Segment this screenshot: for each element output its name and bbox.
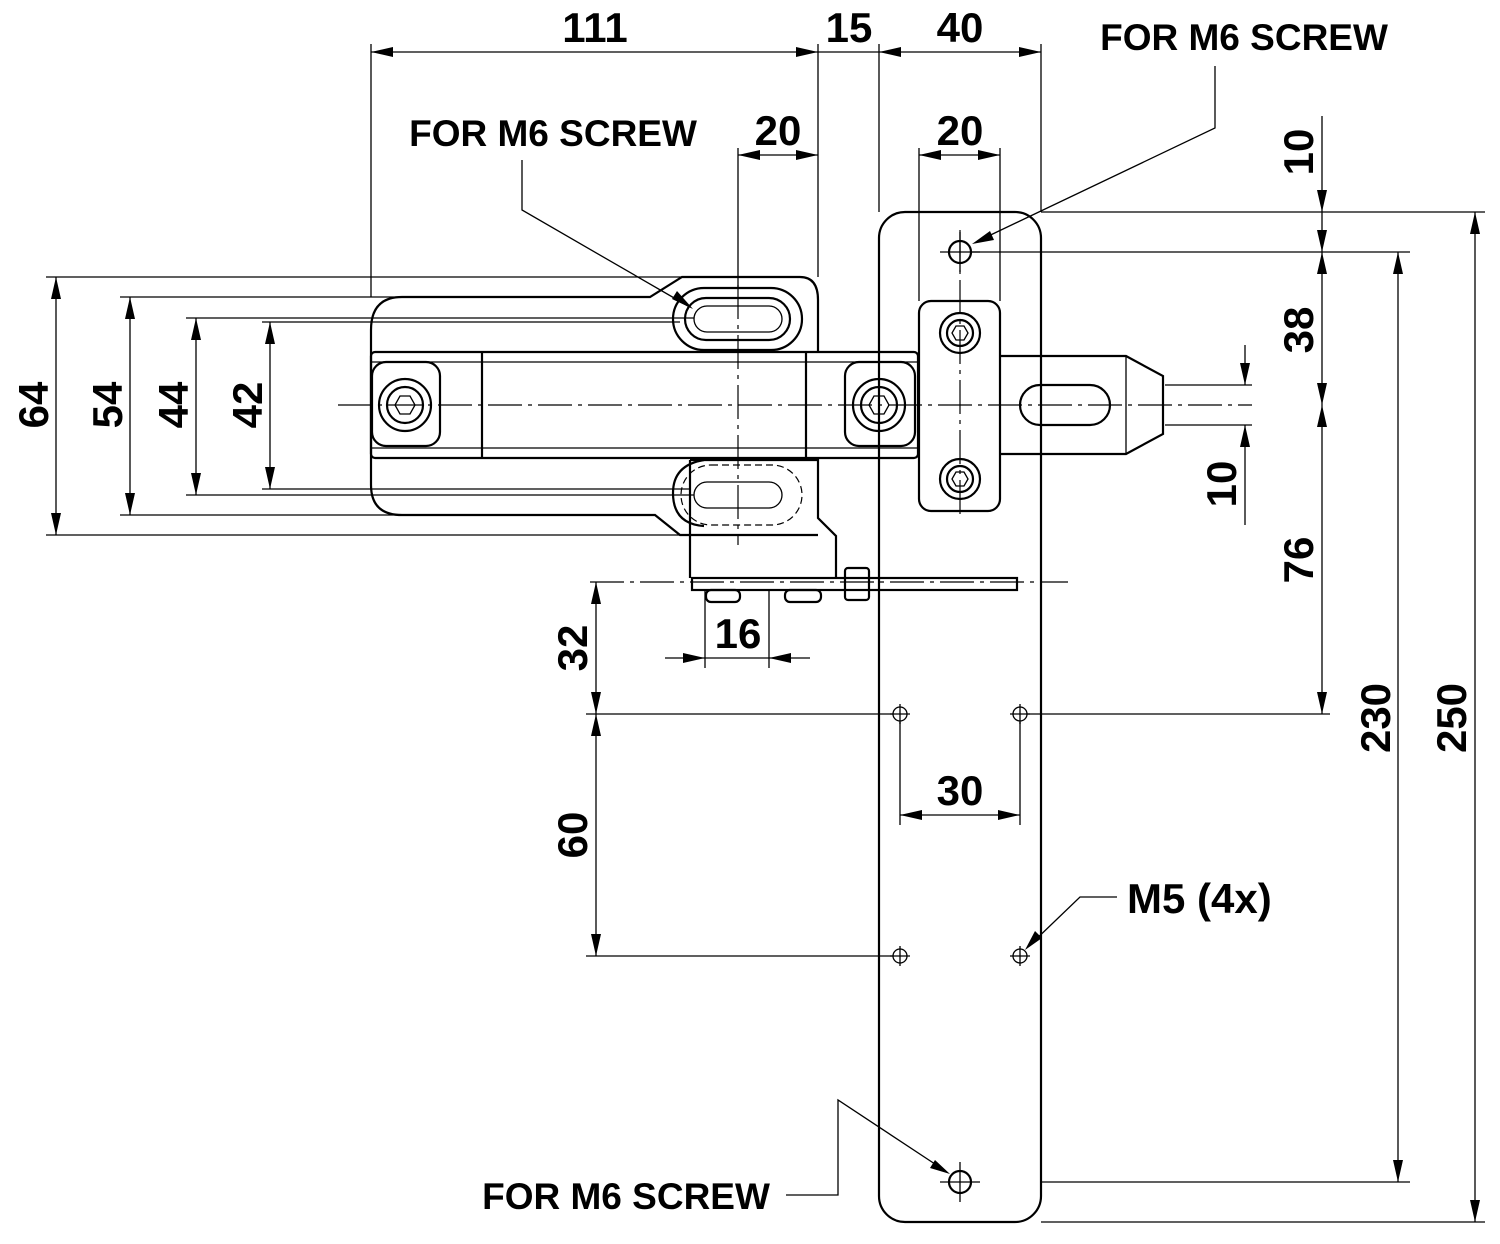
dim-20-right: 20	[937, 107, 984, 154]
dim-15: 15	[826, 4, 873, 51]
dim-40: 40	[937, 4, 984, 51]
dimension-labels: 111 15 40 20 20 64 54 44 42 10 38 10 76 …	[10, 4, 1475, 858]
dim-250: 250	[1428, 683, 1475, 753]
note-m6-top-left: FOR M6 SCREW	[409, 113, 697, 154]
leader-lines	[521, 66, 1216, 1196]
dim-20-left: 20	[755, 107, 802, 154]
extension-lines	[46, 44, 1485, 1223]
note-m6-top-right: FOR M6 SCREW	[1100, 17, 1388, 58]
dim-10-mid: 10	[1198, 461, 1245, 508]
dim-10-top: 10	[1275, 129, 1322, 176]
dim-42: 42	[224, 382, 271, 429]
dim-16: 16	[715, 610, 762, 657]
dim-64: 64	[10, 381, 57, 428]
dim-44: 44	[150, 381, 197, 428]
dim-54: 54	[84, 381, 131, 428]
dim-30: 30	[937, 767, 984, 814]
note-m6-bottom: FOR M6 SCREW	[482, 1176, 770, 1217]
notes: FOR M6 SCREW FOR M6 SCREW FOR M6 SCREW M…	[409, 17, 1388, 1217]
dim-32: 32	[549, 625, 596, 672]
center-lines	[338, 230, 1252, 1202]
dimension-lines	[51, 47, 1480, 1222]
note-m5-holes: M5 (4x)	[1127, 875, 1272, 922]
dim-38: 38	[1275, 307, 1322, 354]
dim-60: 60	[549, 812, 596, 859]
pull-handle	[690, 566, 1019, 604]
dim-111: 111	[562, 4, 627, 51]
dim-76: 76	[1275, 537, 1322, 584]
dim-230: 230	[1352, 683, 1399, 753]
